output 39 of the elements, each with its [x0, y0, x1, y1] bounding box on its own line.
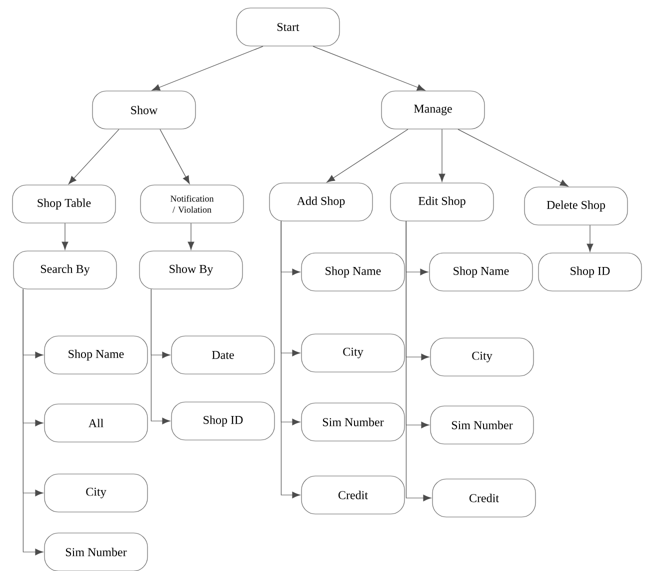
rounded-box: Shop ID — [538, 252, 642, 292]
rounded-box: Show By — [139, 250, 243, 290]
rounded-box: All — [44, 404, 148, 442]
arrow — [406, 221, 432, 502]
arrow — [280, 221, 300, 498]
rounded-box: Add Shop — [269, 182, 373, 222]
rounded-box: Sim Number — [44, 532, 148, 571]
arrow — [438, 129, 446, 182]
arrow — [586, 225, 594, 252]
rounded-box: City — [44, 474, 148, 512]
arrow — [22, 289, 44, 556]
rounded-box: Manage — [381, 90, 485, 130]
rounded-box: Shop Name — [301, 252, 405, 292]
rounded-box: Delete Shop — [524, 186, 628, 226]
arrow — [326, 129, 408, 182]
rounded-box: Sim Number — [301, 402, 405, 442]
rounded-box: Date — [171, 336, 275, 374]
rounded-box: City — [301, 334, 405, 372]
rounded-box: Show — [92, 90, 196, 130]
rounded-box: Edit Shop — [390, 182, 494, 222]
arrow — [62, 223, 68, 250]
rounded-box: Credit — [432, 478, 536, 518]
arrow — [312, 46, 426, 91]
rounded-box: Credit — [301, 476, 405, 514]
rounded-box: Notification / Violation — [140, 184, 244, 224]
rounded-box: Shop Name — [44, 336, 148, 374]
rounded-box: City — [430, 338, 534, 376]
rounded-box: Start — [236, 8, 340, 46]
arrow — [152, 46, 264, 91]
arrow — [188, 223, 194, 250]
arrow — [160, 129, 190, 184]
rounded-box: Sim Number — [430, 406, 534, 444]
arrow — [458, 129, 568, 186]
rounded-box: Shop ID — [171, 402, 275, 440]
rounded-box: Search By — [13, 250, 117, 290]
arrow — [150, 289, 170, 424]
rounded-box: Shop Name — [429, 252, 533, 292]
rounded-box: Shop Table — [12, 184, 116, 224]
arrow — [68, 129, 120, 184]
